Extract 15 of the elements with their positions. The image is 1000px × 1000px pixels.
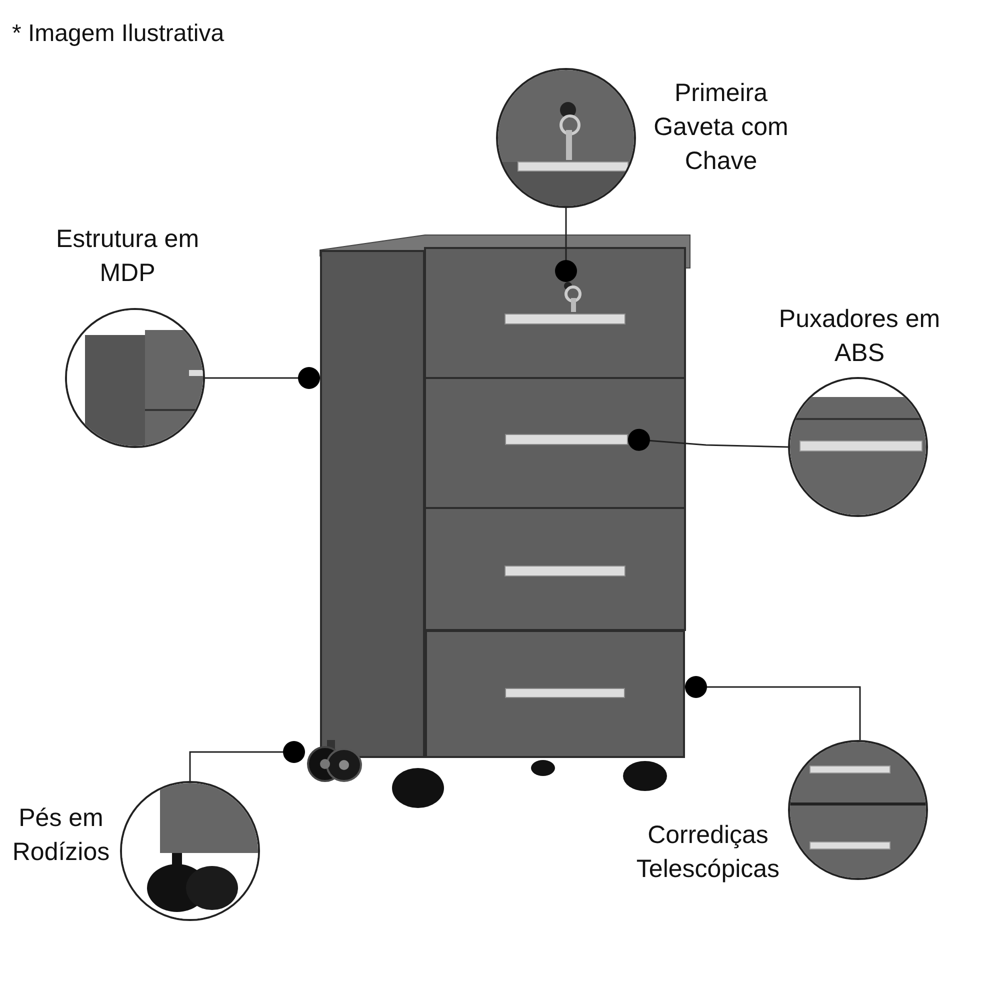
note-text: * Imagem Ilustrativa [12, 20, 224, 48]
side-panel [320, 250, 425, 758]
drawer-front [425, 630, 685, 758]
callout-label: Estrutura em MDP [54, 224, 200, 289]
callout-label: Puxadores em ABS [778, 304, 942, 369]
leader-line [205, 367, 320, 389]
caster-icon [305, 740, 363, 782]
leader-line [628, 428, 788, 451]
callout-label: Pés em Rodízios [11, 803, 111, 868]
leader-line [555, 208, 577, 282]
callout-label: Corrediças Telescópicas [635, 820, 781, 885]
drawer-handle [505, 434, 628, 445]
leader-line [189, 741, 305, 781]
leader-line [685, 676, 861, 740]
callout-label: Primeira Gaveta com Chave [652, 78, 790, 177]
